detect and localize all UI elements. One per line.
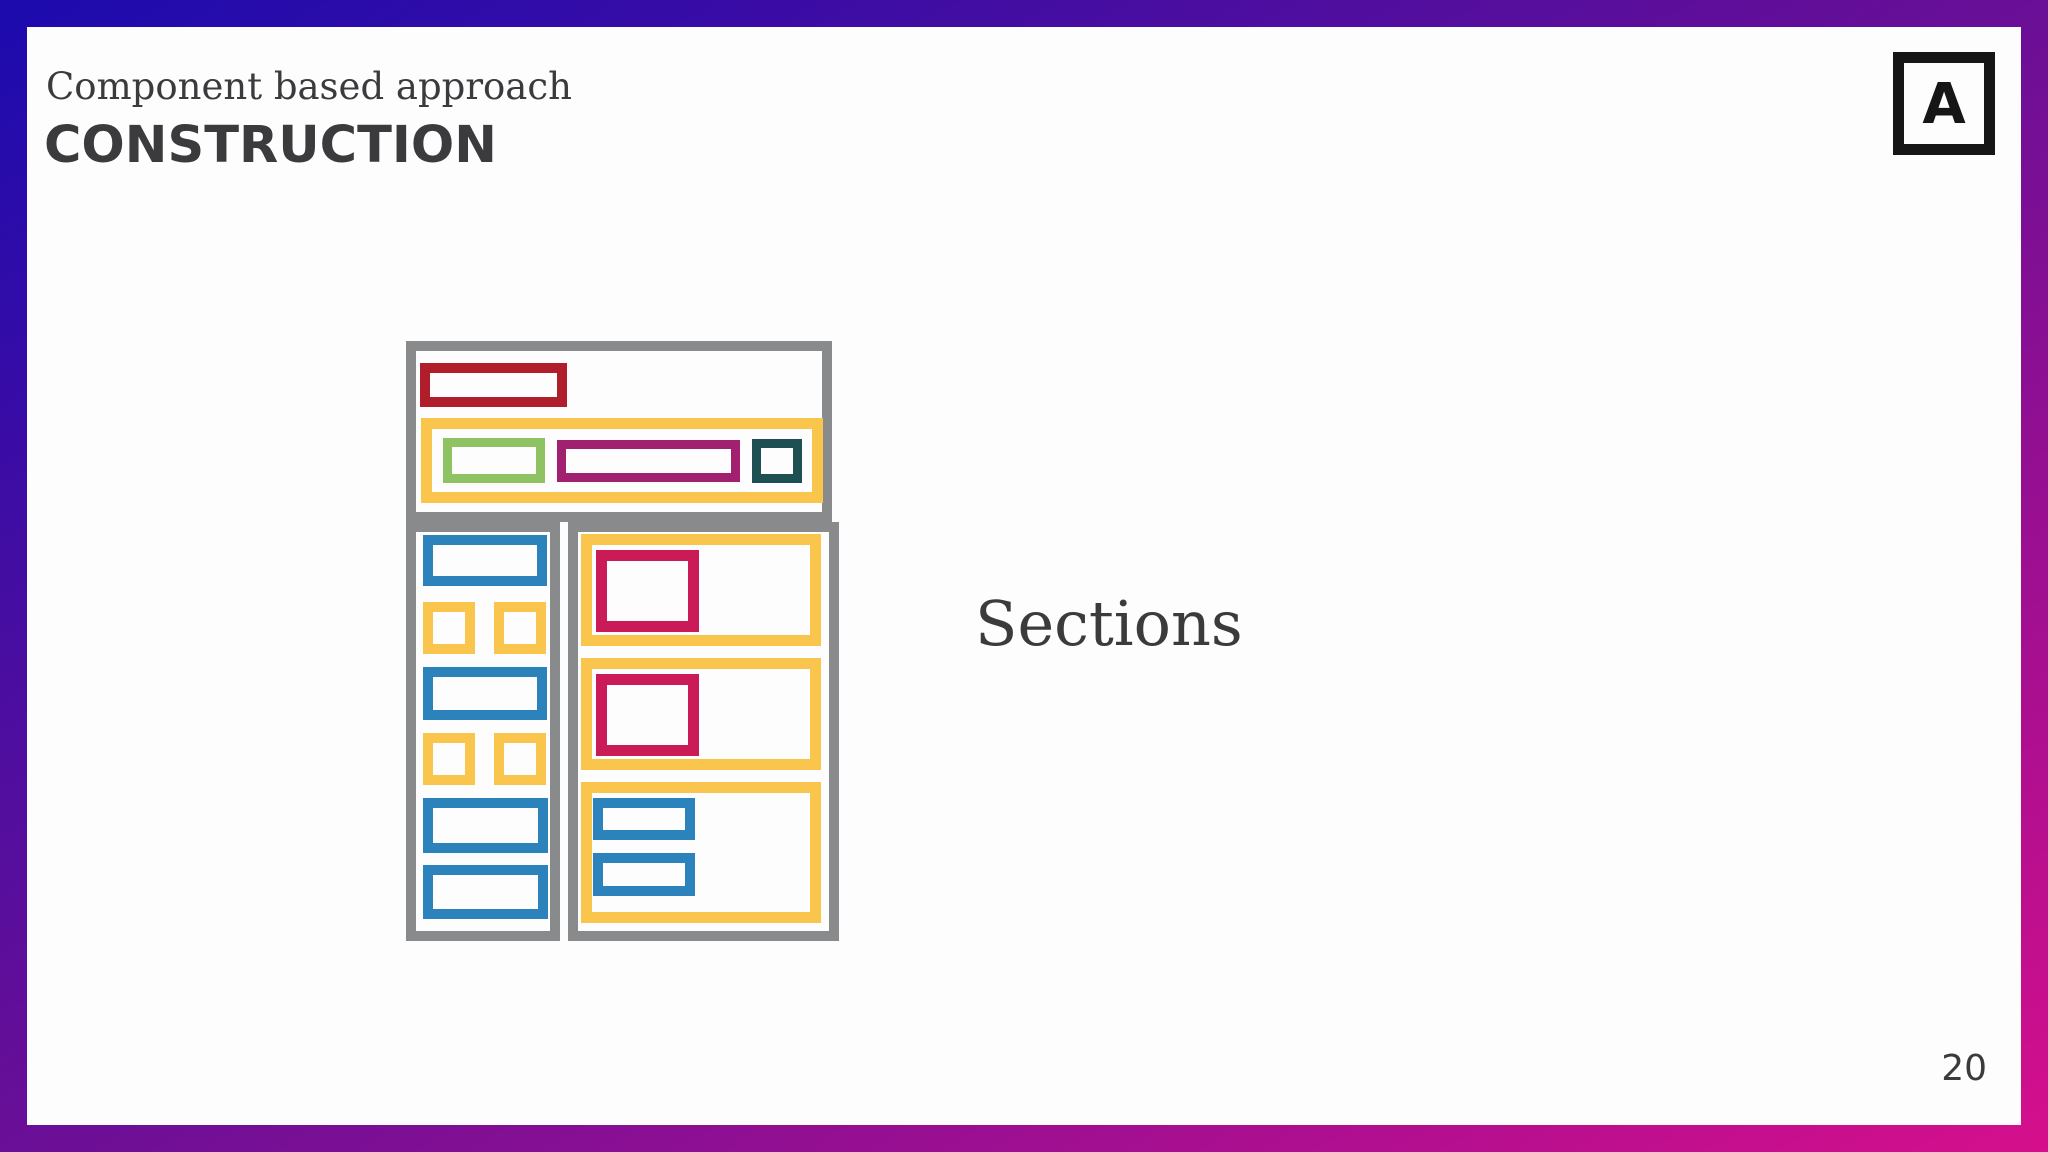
brand-logo-letter: A: [1922, 71, 1966, 137]
wireframe-sidebar-block-1: [423, 535, 547, 586]
sections-label: Sections: [975, 587, 1243, 660]
wireframe-card-3-line-1: [593, 798, 695, 840]
wireframe-sidebar-block-2: [423, 667, 547, 720]
page-title: CONSTRUCTION: [44, 116, 497, 175]
wireframe-sidebar-square-1a: [423, 602, 475, 654]
slide-content: Component based approach CONSTRUCTION A: [27, 27, 2021, 1125]
brand-logo: A: [1893, 52, 1995, 155]
slide-kicker: Component based approach: [46, 65, 572, 108]
wireframe-main-section: [568, 522, 839, 941]
wireframe-nav-item-magenta: [557, 440, 740, 482]
page-number: 20: [1941, 1048, 1987, 1089]
wireframe-sidebar-square-1b: [494, 602, 546, 654]
wireframe-logo-placeholder: [420, 363, 567, 407]
wireframe-nav-item-teal: [752, 439, 802, 483]
wireframe-sidebar-section: [406, 522, 560, 941]
wireframe-header-section: [406, 341, 832, 522]
wireframe-content-card-3: [581, 782, 821, 923]
wireframe-sidebar-square-2b: [494, 733, 546, 785]
wireframe-card-3-line-2: [593, 853, 695, 896]
wireframe-content-card-1: [581, 534, 821, 646]
wireframe-diagram: [406, 341, 839, 941]
wireframe-navbar-section: [421, 418, 823, 503]
wireframe-nav-item-green: [443, 438, 545, 483]
wireframe-content-card-2: [581, 658, 821, 770]
wireframe-sidebar-block-3: [423, 798, 548, 853]
wireframe-sidebar-block-4: [423, 865, 548, 919]
wireframe-card-1-image: [596, 550, 699, 632]
wireframe-card-2-image: [596, 674, 699, 756]
wireframe-sidebar-square-2a: [423, 733, 475, 785]
